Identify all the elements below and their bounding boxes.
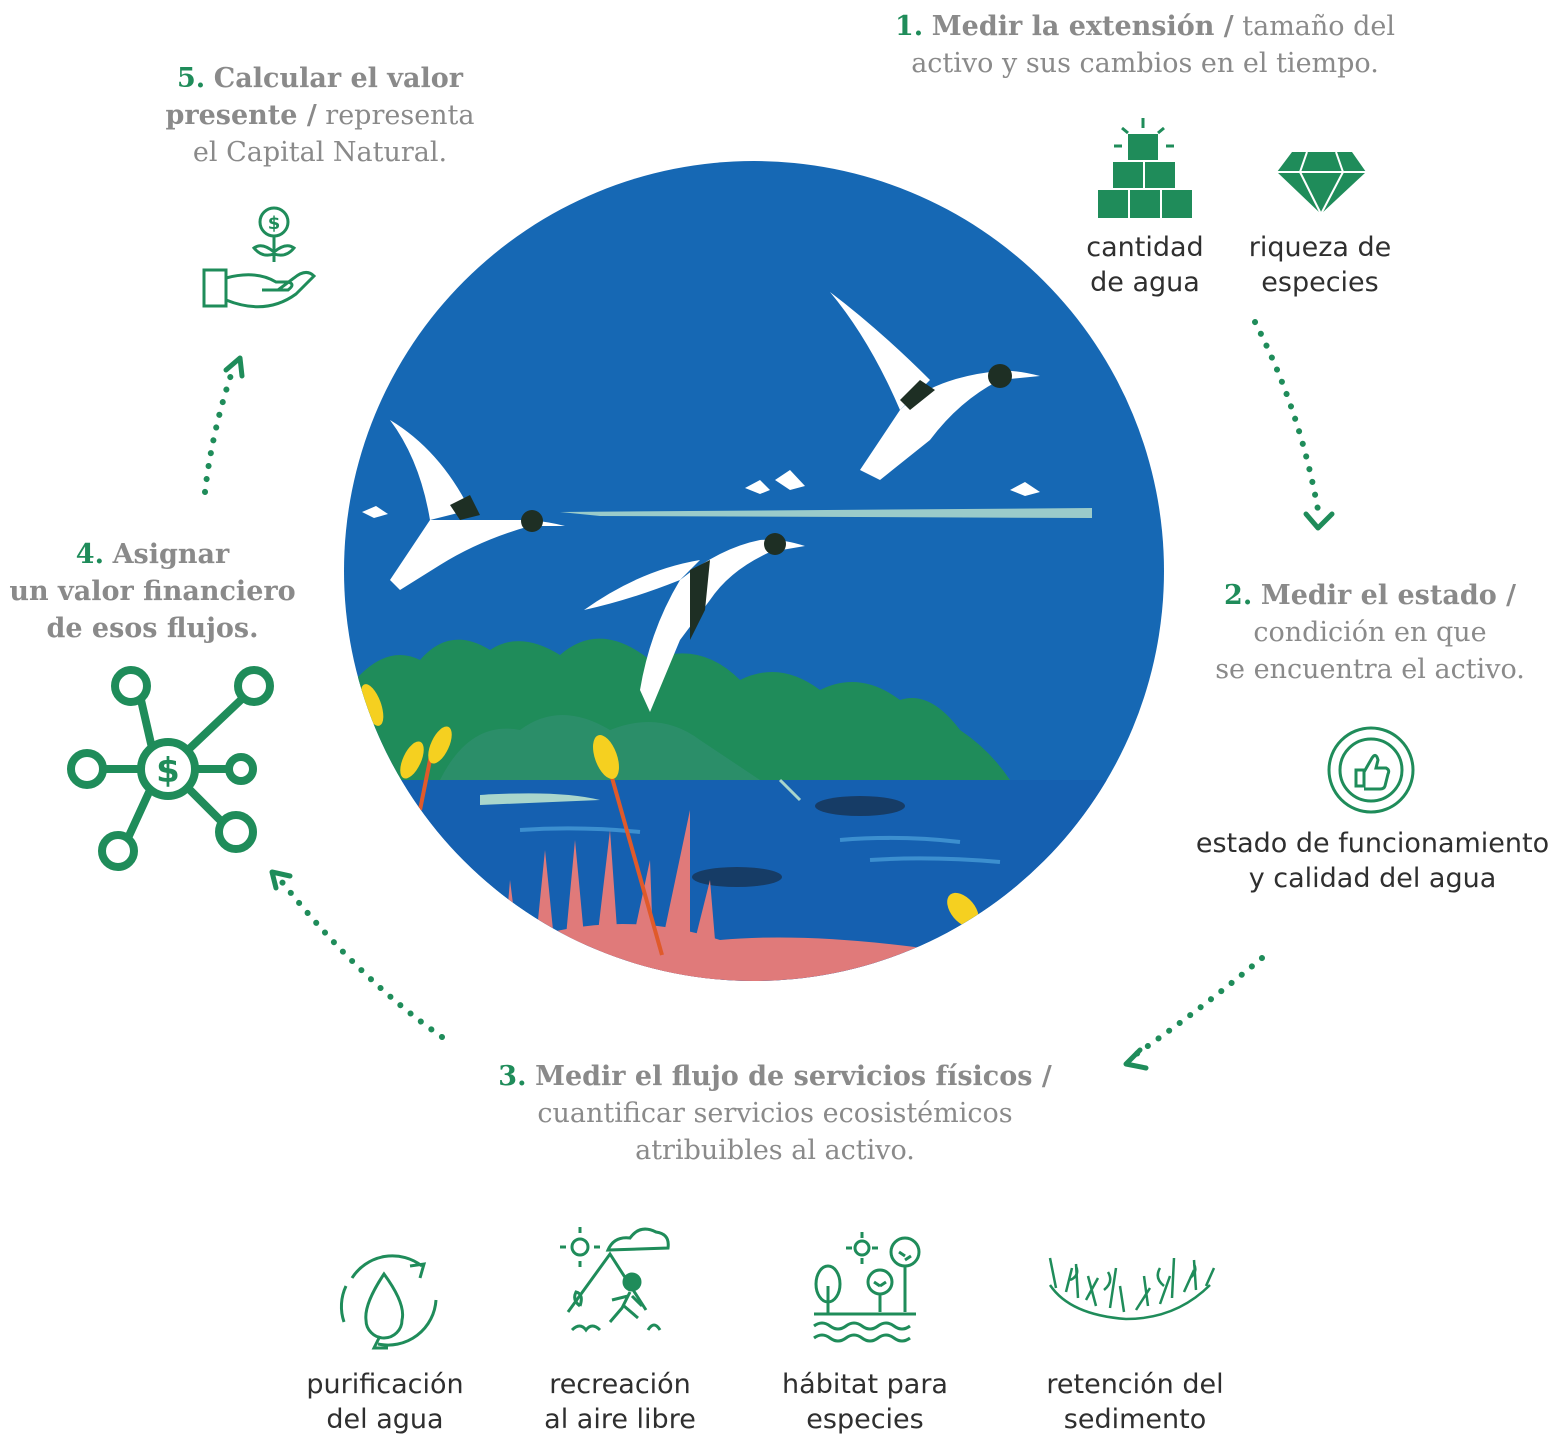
service-0-line2: del agua	[326, 1404, 444, 1435]
service-2-line1: hábitat para	[782, 1369, 948, 1400]
financial-network-icon	[67, 666, 274, 871]
service-1-line2: al aire libre	[544, 1404, 696, 1435]
hiker-icon	[560, 1227, 670, 1333]
indicator-species-richness-line2: especies	[1261, 267, 1379, 298]
step-4-text: 4. Asignar un valor financiero de esos f…	[0, 536, 305, 647]
water-cycle-icon	[339, 1254, 438, 1350]
boxes-stack-icon	[1098, 118, 1192, 218]
step-5-number: 5.	[177, 63, 206, 94]
service-3-line2: sedimento	[1063, 1404, 1207, 1435]
dollar-sign-icon-small: $	[268, 213, 281, 234]
step-4-line2: un valor financiero	[9, 576, 296, 607]
money-plant-hand-icon	[202, 206, 317, 309]
arrowhead-5	[223, 355, 245, 379]
step-2-line3: se encuentra el activo.	[1215, 654, 1525, 685]
step-1-line1-rest: tamaño del	[1242, 11, 1396, 42]
service-0-line1: purificación	[306, 1369, 464, 1400]
arrow-4-to-5	[202, 363, 237, 495]
step-2-line2: condición en que	[1253, 617, 1487, 648]
step-5-line3: el Capital Natural.	[192, 137, 448, 168]
step-2-text: 2. Medir el estado / condición en que se…	[1190, 577, 1550, 688]
step-5-title: Calcular el valor	[213, 63, 463, 94]
arrow-3-to-4	[279, 879, 445, 1040]
step-5-text: 5. Calcular el valor presente / represen…	[150, 60, 490, 171]
step-3-text: 3. Medir el flujo de servicios físicos /…	[430, 1058, 1120, 1169]
step-1-number: 1.	[894, 11, 924, 42]
indicator-water-quantity-label: cantidad de agua	[1070, 230, 1220, 300]
step-1-title: Medir la extensión /	[931, 11, 1234, 42]
step-1-line2: activo y sus cambios en el tiempo.	[911, 48, 1379, 79]
service-3-line1: retención del	[1046, 1369, 1224, 1400]
service-1-line1: recreación	[549, 1369, 691, 1400]
step-1-text: 1. Medir la extensión / tamaño del activ…	[880, 8, 1410, 82]
arrowhead-2	[1303, 511, 1335, 531]
step-4-line3: de esos flujos.	[46, 613, 259, 644]
service-2-line2: especies	[806, 1404, 924, 1435]
indicator-species-richness-label: riqueza de especies	[1245, 230, 1395, 300]
indicator-water-quantity-line2: de agua	[1090, 267, 1200, 298]
indicator-ecosystem-state-label: estado de funcionamiento y calidad del a…	[1195, 826, 1550, 896]
step-2-title: Medir el estado /	[1260, 580, 1516, 611]
indicator-ecosystem-state-line1: estado de funcionamiento	[1195, 828, 1550, 859]
step-5-line2-bold: presente /	[165, 100, 317, 131]
thumbs-up-badge-icon	[1327, 726, 1415, 814]
arrowhead-3	[1123, 1047, 1149, 1071]
indicator-water-quantity-line1: cantidad	[1086, 232, 1204, 263]
arrow-1-to-2	[1252, 319, 1321, 513]
arrowhead-4	[269, 869, 293, 891]
step-4-number: 4.	[75, 539, 104, 570]
step-4-line1: Asignar	[112, 539, 230, 570]
grass-icon	[1048, 1257, 1216, 1321]
step-3-line2: cuantificar servicios ecosistémicos	[537, 1098, 1013, 1129]
indicator-species-richness-line1: riqueza de	[1248, 232, 1392, 263]
diamond-icon	[1277, 151, 1366, 217]
dollar-sign-icon: $	[156, 751, 180, 791]
arrow-2-to-3	[1132, 955, 1265, 1058]
step-3-title: Medir el flujo de servicios físicos /	[535, 1061, 1052, 1092]
indicator-ecosystem-state-line2: y calidad del agua	[1248, 863, 1497, 894]
step-2-number: 2.	[1224, 580, 1253, 611]
step-5-line2-rest: representa	[325, 100, 475, 131]
step-3-number: 3.	[498, 1061, 527, 1092]
step-3-line3: atribuibles al activo.	[635, 1135, 915, 1166]
habitat-icon	[813, 1232, 921, 1343]
